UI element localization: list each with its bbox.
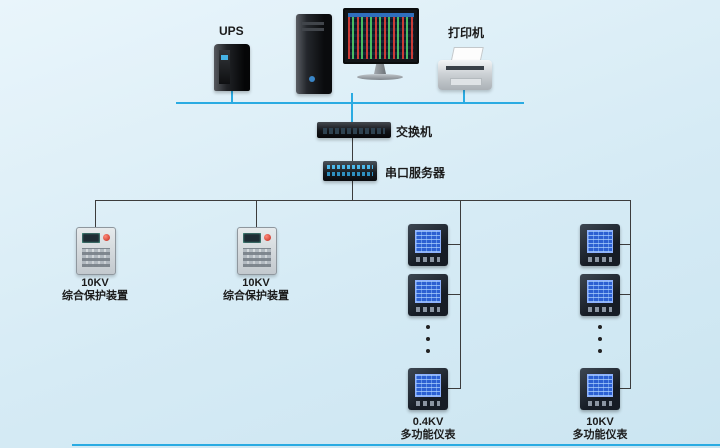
protection-device-keypad <box>243 248 271 267</box>
meter-stub-line <box>620 294 630 295</box>
serial-to-tree-line <box>352 181 353 200</box>
power-meter-icon <box>580 224 620 266</box>
meters-right-label: 10KV 多功能仪表 <box>545 416 655 442</box>
serial-server-ports-row2 <box>327 172 373 176</box>
protection-device-screen <box>243 233 261 243</box>
power-meter-screen <box>587 230 613 253</box>
network-switch-icon <box>317 122 391 138</box>
protection-device-screen <box>82 233 100 243</box>
meter-stub-line <box>620 388 630 389</box>
power-meter-icon <box>580 274 620 316</box>
pc-tower-icon <box>296 14 332 94</box>
protection-device-icon <box>76 227 116 275</box>
protection-device-icon <box>237 227 277 275</box>
dot <box>598 337 602 341</box>
protection1-label: 10KV 综合保护装置 <box>40 277 150 303</box>
computer-bus-link-line <box>351 93 353 102</box>
power-meter-icon <box>408 224 448 266</box>
printer-icon <box>438 60 492 90</box>
power-meter-buttons <box>416 401 440 406</box>
ups-label: UPS <box>219 24 244 38</box>
dot <box>598 349 602 353</box>
protection-device-keypad <box>82 248 110 267</box>
monitor-screen <box>348 13 414 59</box>
meter-column-left-line <box>460 200 461 389</box>
meters-left-name: 多功能仪表 <box>400 429 456 441</box>
meters-right-name: 多功能仪表 <box>572 429 628 441</box>
serial-server-ports-row1 <box>327 165 373 169</box>
protection1-name: 综合保护装置 <box>62 290 128 302</box>
power-meter-screen <box>587 374 613 397</box>
power-meter-screen <box>415 374 441 397</box>
meters-left-kv: 0.4KV <box>412 416 444 428</box>
protection-device-led <box>103 234 110 241</box>
meter-stub-line <box>448 244 460 245</box>
serial-server-label: 串口服务器 <box>385 166 446 180</box>
power-meter-buttons <box>588 257 612 262</box>
protection2-drop-line <box>256 200 257 227</box>
monitor-base <box>357 74 403 80</box>
meter-stub-line <box>448 294 460 295</box>
continuation-dots <box>425 325 431 361</box>
power-meter-icon <box>580 368 620 410</box>
dot <box>598 325 602 329</box>
switch-ports <box>323 128 385 134</box>
ups-front-panel <box>219 50 230 84</box>
power-meter-buttons <box>416 257 440 262</box>
protection1-drop-line <box>95 200 96 227</box>
printer-bus-link-line <box>463 90 465 102</box>
power-meter-buttons <box>416 307 440 312</box>
meter-column-right-line <box>630 200 631 389</box>
ethernet-bus-line <box>176 102 524 104</box>
ups-bus-link-line <box>231 90 233 102</box>
switch-label: 交换机 <box>396 125 433 139</box>
protection2-name: 综合保护装置 <box>223 290 289 302</box>
bus-to-switch-line <box>351 104 353 122</box>
monitor-stand <box>374 64 386 74</box>
protection2-label: 10KV 综合保护装置 <box>201 277 311 303</box>
meters-right-kv: 10KV <box>586 416 614 428</box>
dot <box>426 349 430 353</box>
meters-left-label: 0.4KV 多功能仪表 <box>373 416 483 442</box>
power-meter-icon <box>408 274 448 316</box>
power-meter-icon <box>408 368 448 410</box>
power-meter-screen <box>415 280 441 303</box>
switch-to-serial-line <box>352 138 353 161</box>
protection1-kv: 10KV <box>81 277 109 289</box>
tree-horizontal-line <box>95 200 631 201</box>
monitor-icon <box>343 8 419 64</box>
meter-stub-line <box>448 388 460 389</box>
printer-label: 打印机 <box>448 26 485 40</box>
ups-display <box>221 55 228 60</box>
protection-device-led <box>264 234 271 241</box>
drive-bay <box>302 22 324 25</box>
power-meter-screen <box>587 280 613 303</box>
monitor-screen-titlebar <box>348 13 414 17</box>
drive-bay <box>302 28 324 31</box>
serial-server-icon <box>323 161 377 181</box>
power-meter-buttons <box>588 401 612 406</box>
bottom-border-line <box>72 444 720 446</box>
ups-icon <box>214 44 250 91</box>
protection2-kv: 10KV <box>242 277 270 289</box>
printer-tray <box>450 78 482 86</box>
printer-slot <box>446 66 484 70</box>
meter-stub-line <box>620 244 630 245</box>
power-meter-screen <box>415 230 441 253</box>
dot <box>426 325 430 329</box>
dot <box>426 337 430 341</box>
power-meter-buttons <box>588 307 612 312</box>
continuation-dots <box>597 325 603 361</box>
power-button-icon <box>309 76 315 82</box>
